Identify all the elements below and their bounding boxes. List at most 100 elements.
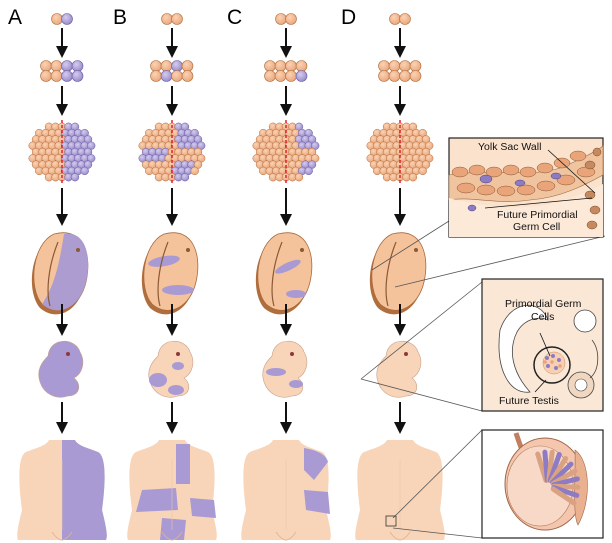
two-cell-blastomere bbox=[399, 13, 411, 25]
buttocks-line bbox=[389, 531, 411, 541]
embryo-cell bbox=[408, 173, 418, 182]
donor-region bbox=[148, 255, 180, 267]
eight-cell-blastomere bbox=[295, 70, 308, 82]
column-label-a: A bbox=[8, 6, 22, 29]
label-pgc-2: Cells bbox=[531, 311, 554, 323]
eight-cell-blastomere bbox=[50, 60, 63, 72]
two-cell-blastomere bbox=[171, 13, 183, 25]
eight-cell-blastomere bbox=[285, 70, 297, 82]
label-future-testis: Future Testis bbox=[499, 395, 559, 407]
eight-cell-blastomere bbox=[150, 60, 162, 72]
embryo-mark bbox=[76, 248, 80, 252]
donor-region bbox=[266, 368, 286, 376]
two-cell-blastomere bbox=[389, 13, 401, 25]
fetus bbox=[376, 340, 422, 398]
eight-cell-blastomere bbox=[160, 60, 173, 72]
label-yolk-sac-wall: Yolk Sac Wall bbox=[478, 141, 541, 153]
early-embryo bbox=[143, 232, 199, 311]
donor-region bbox=[275, 259, 301, 274]
eight-cell-blastomere bbox=[160, 70, 173, 82]
eight-cell-blastomere bbox=[274, 60, 287, 72]
eight-cell-blastomere bbox=[378, 70, 390, 82]
fetus-eye bbox=[404, 352, 408, 356]
column-label-c: C bbox=[227, 6, 242, 29]
fetus-eye bbox=[176, 352, 180, 356]
inset-yolk-sac: Yolk Sac Wall Future Primordial Germ Cel… bbox=[371, 137, 606, 288]
embryo-cell bbox=[294, 173, 304, 182]
column-c bbox=[241, 13, 331, 541]
embryo-cell bbox=[70, 173, 80, 182]
seminiferous-tubule bbox=[551, 476, 580, 488]
two-cell-blastomere bbox=[285, 13, 297, 25]
label-pgc-1: Primordial Germ bbox=[505, 298, 582, 310]
inset-germ-cells: Primordial Germ Cells Future Testis bbox=[360, 278, 604, 412]
donor-region bbox=[42, 233, 89, 311]
eight-cell-blastomere bbox=[399, 60, 411, 72]
column-d bbox=[355, 13, 445, 541]
donor-region bbox=[149, 373, 167, 387]
embryo-mark bbox=[300, 248, 304, 252]
eight-cell-blastomere bbox=[61, 70, 73, 82]
donor-region bbox=[160, 518, 186, 540]
donor-region bbox=[62, 440, 107, 540]
donor-region bbox=[168, 385, 184, 395]
two-cell-blastomere bbox=[51, 13, 63, 25]
eight-cell-blastomere bbox=[71, 60, 84, 72]
eight-cell-blastomere bbox=[409, 70, 422, 82]
embryo-cell bbox=[190, 166, 199, 176]
eight-cell-blastomere bbox=[399, 70, 411, 82]
embryo-mark bbox=[414, 248, 418, 252]
eight-cell-blastomere bbox=[388, 70, 401, 82]
eight-cell-blastomere bbox=[40, 70, 52, 82]
eight-cell-blastomere bbox=[264, 60, 276, 72]
early-embryo bbox=[371, 232, 427, 311]
eight-cell-blastomere bbox=[285, 60, 297, 72]
column-b bbox=[127, 13, 217, 541]
buttocks-line bbox=[161, 531, 183, 541]
fetus-eye bbox=[290, 352, 294, 356]
embryo-cell bbox=[180, 173, 190, 182]
two-cell-blastomere bbox=[61, 13, 73, 25]
neural-groove bbox=[385, 241, 397, 307]
fetus bbox=[38, 340, 84, 398]
donor-region bbox=[172, 362, 184, 370]
column-label-b: B bbox=[113, 6, 127, 29]
fetus-eye bbox=[66, 352, 70, 356]
column-a bbox=[17, 13, 107, 541]
eight-cell-blastomere bbox=[150, 70, 162, 82]
label-future-pgc-2: Germ Cell bbox=[513, 221, 560, 233]
developmental-columns bbox=[17, 13, 445, 541]
neural-groove bbox=[47, 241, 59, 307]
two-cell-blastomere bbox=[275, 13, 287, 25]
donor-region bbox=[136, 488, 178, 512]
eight-cell-blastomere bbox=[388, 60, 401, 72]
inset-testis bbox=[385, 429, 604, 539]
embryo-cell bbox=[418, 166, 427, 176]
eight-cell-blastomere bbox=[171, 60, 183, 72]
donor-region bbox=[190, 498, 216, 518]
donor-region bbox=[304, 490, 330, 514]
donor-region bbox=[304, 448, 328, 480]
eight-cell-blastomere bbox=[171, 70, 183, 82]
eight-cell-blastomere bbox=[181, 70, 194, 82]
two-cell-blastomere bbox=[161, 13, 173, 25]
seminiferous-tubule bbox=[551, 485, 580, 498]
seminiferous-tubule bbox=[550, 468, 578, 486]
label-future-pgc-1: Future Primordial bbox=[497, 209, 578, 221]
eight-cell-blastomere bbox=[295, 60, 308, 72]
donor-region bbox=[289, 380, 303, 388]
buttocks-line bbox=[275, 531, 297, 541]
donor-region bbox=[286, 290, 306, 298]
eight-cell-blastomere bbox=[274, 70, 287, 82]
buttocks-line bbox=[51, 531, 73, 541]
eight-cell-blastomere bbox=[50, 70, 63, 82]
eight-cell-blastomere bbox=[409, 60, 422, 72]
seminiferous-tubule bbox=[550, 461, 574, 485]
embryo-mark bbox=[186, 248, 190, 252]
column-label-d: D bbox=[341, 6, 356, 29]
eight-cell-blastomere bbox=[181, 60, 194, 72]
embryo-cell bbox=[304, 166, 313, 176]
seminiferous-tubule bbox=[549, 455, 569, 484]
eight-cell-blastomere bbox=[378, 60, 390, 72]
